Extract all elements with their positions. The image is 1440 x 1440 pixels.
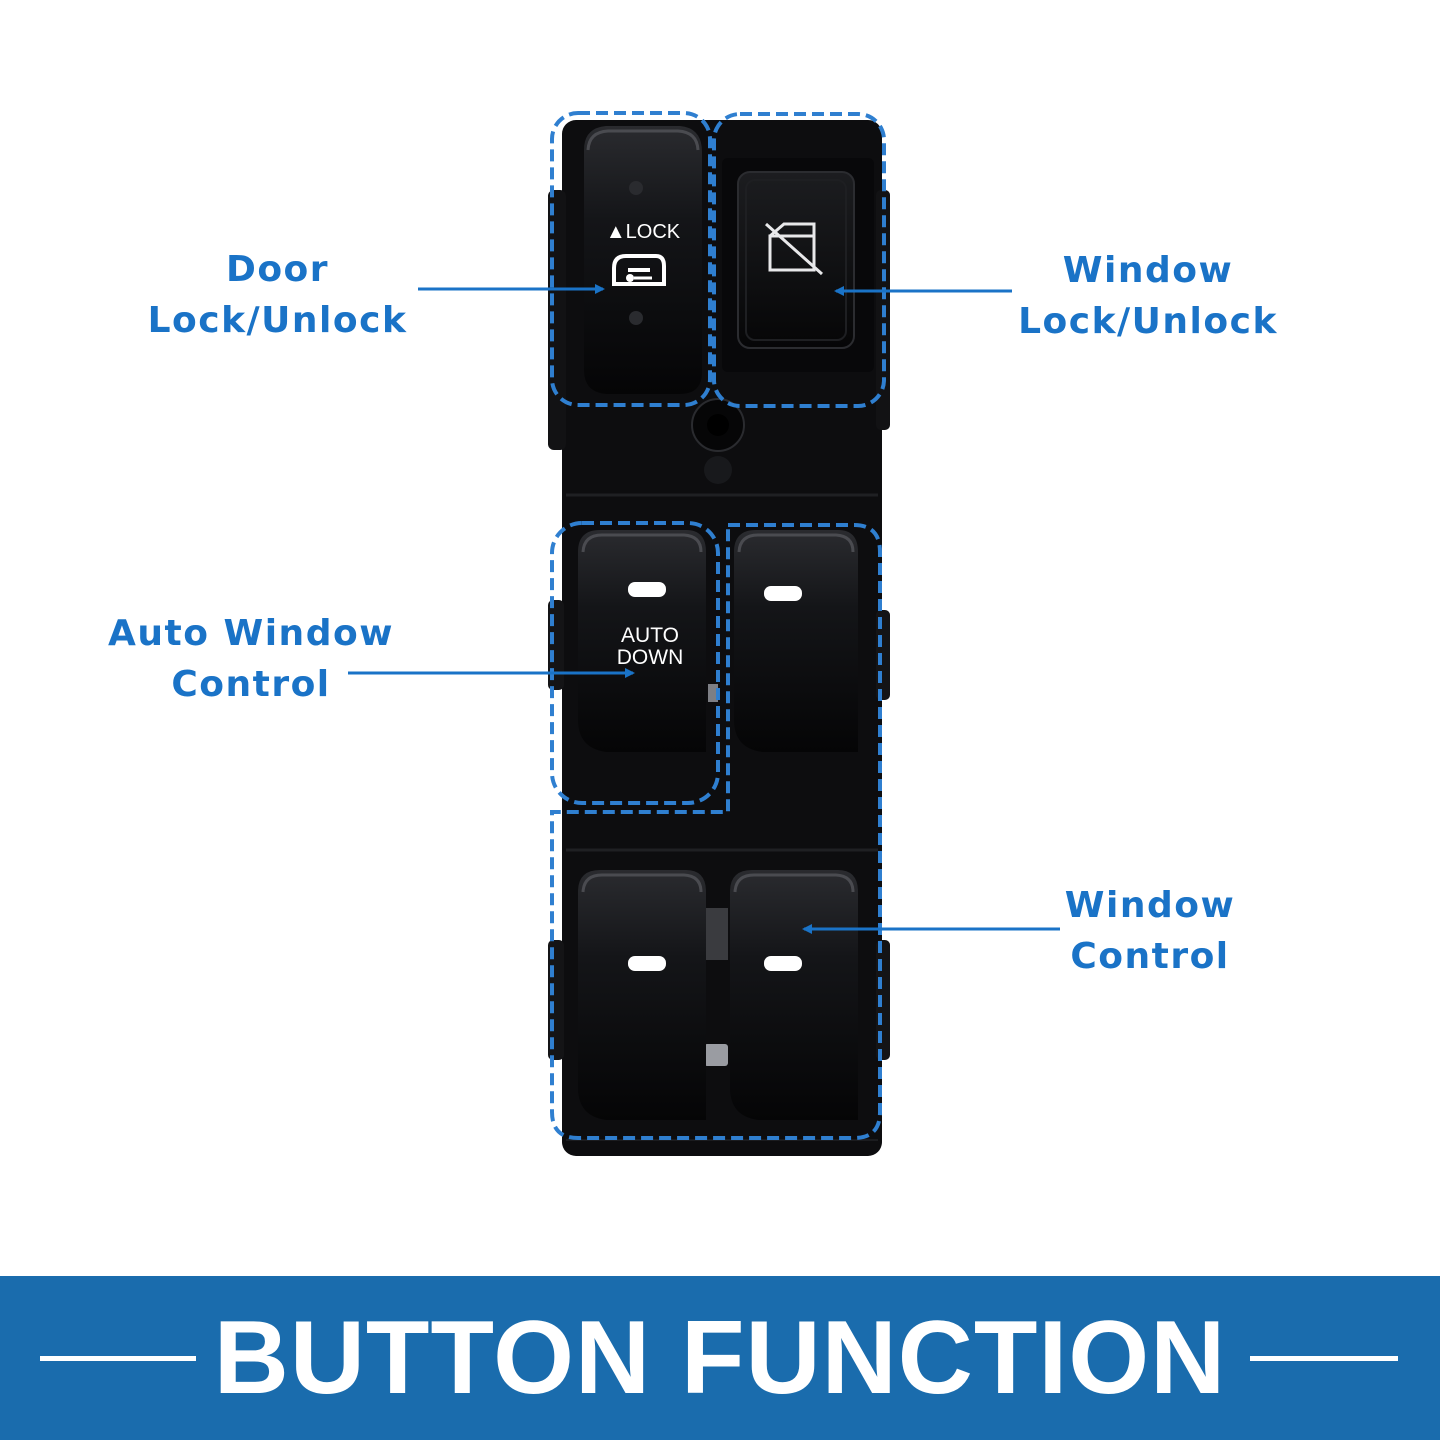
down-label: DOWN [617,646,684,669]
footer-divider-left [40,1356,196,1361]
callout-line-1: Window [1062,250,1234,291]
footer-banner: BUTTON FUNCTION [0,1276,1440,1440]
callout-line-2: Lock/Unlock [1018,301,1278,342]
indicator-light [764,586,802,601]
door-lock-icon [612,254,666,286]
window-lock-switch[interactable] [722,158,874,372]
callout-line-1: Door [225,249,330,290]
window-control-switch-front-right[interactable] [734,530,858,752]
door-lock-callout: Door Lock/Unlock [140,244,415,346]
callout-line-2: Control [1070,936,1230,977]
window-lock-callout: Window Lock/Unlock [1010,245,1286,347]
indicator-light [628,956,666,971]
indicator-light [628,582,666,597]
window-control-callout: Window Control [1040,880,1260,982]
auto-down-switch[interactable] [578,530,706,752]
callout-line-2: Control [171,664,331,705]
indicator-light [764,956,802,971]
auto-window-callout: Auto Window Control [100,608,402,710]
window-lock-outline [712,112,886,408]
lock-label: ▲LOCK [606,221,681,243]
window-lock-icon [765,222,823,276]
footer-divider-right [1250,1356,1398,1361]
callout-line-2: Lock/Unlock [147,300,408,341]
window-control-switch-rear-right[interactable] [730,870,858,1120]
door-lock-outline [550,111,712,407]
footer-title: BUTTON FUNCTION [213,1300,1227,1416]
auto-label: AUTO [621,624,679,647]
window-control-switch-rear-left[interactable] [578,870,706,1120]
callout-line-1: Auto Window [108,613,394,654]
window-control-outline [550,523,882,1140]
auto-window-outline [550,521,720,805]
callout-line-1: Window [1064,885,1236,926]
door-lock-switch[interactable] [584,126,702,394]
